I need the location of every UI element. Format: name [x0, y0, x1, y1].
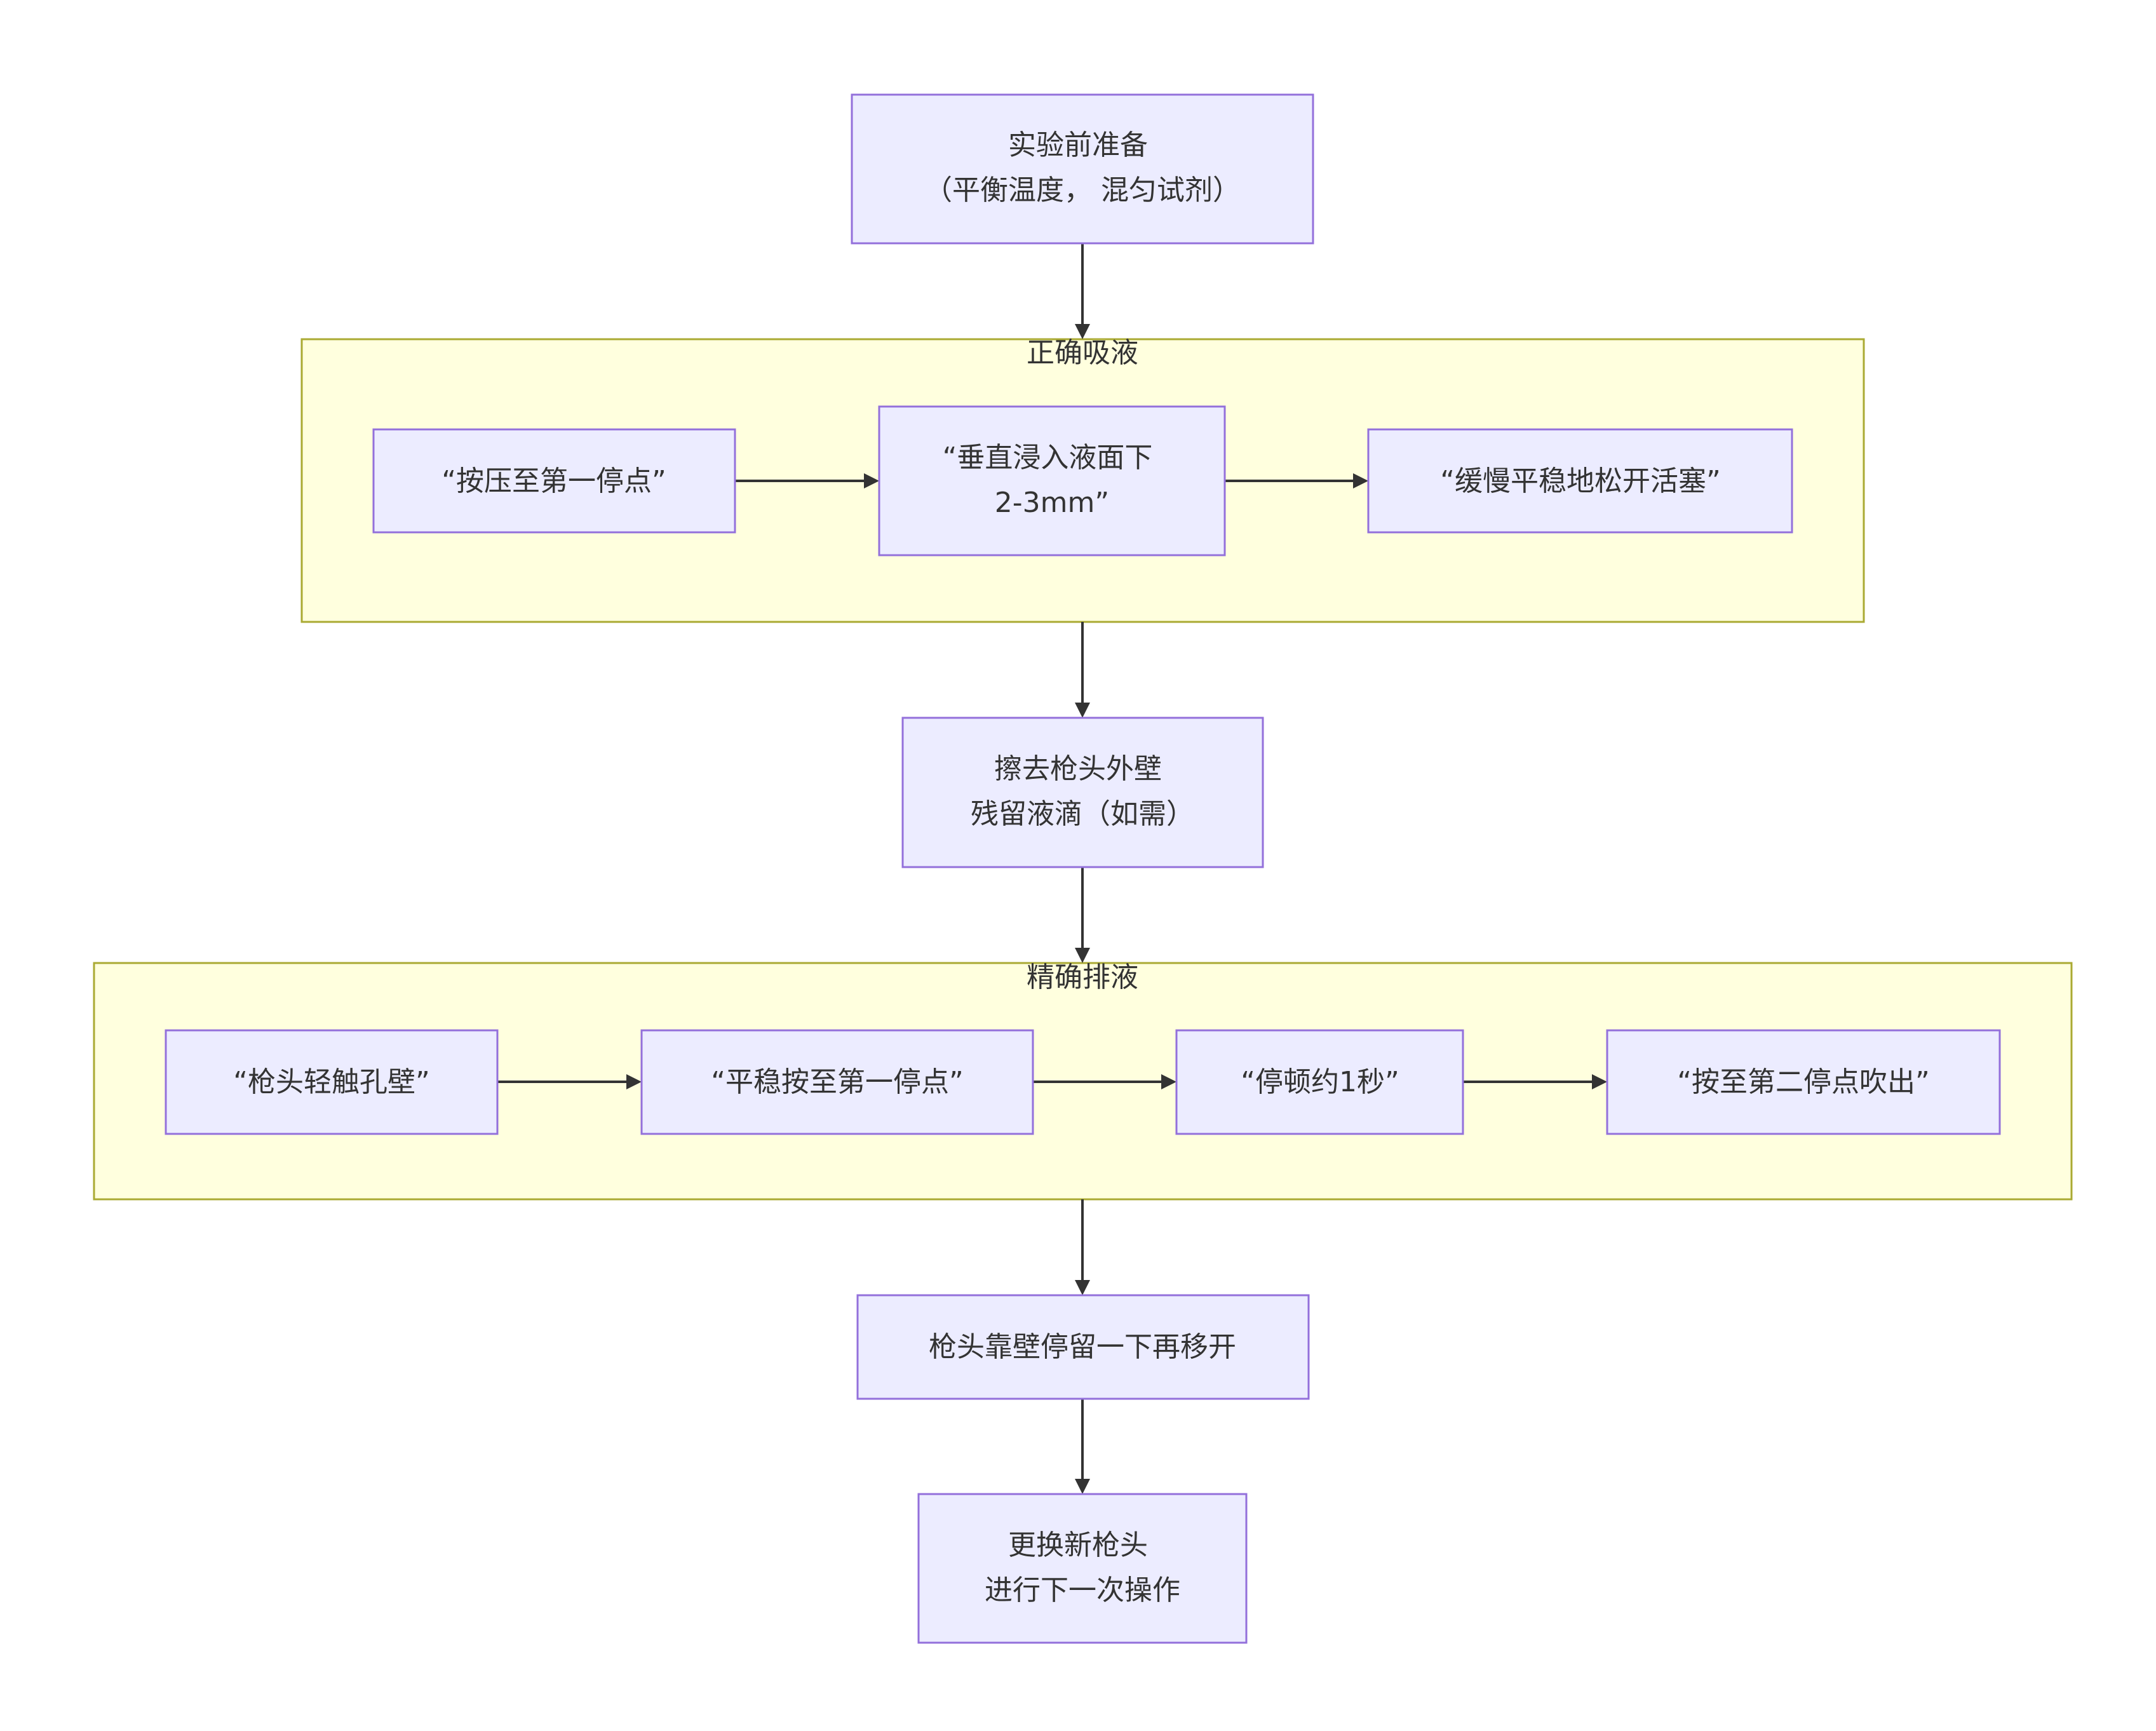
arrowhead [1075, 948, 1090, 963]
node-aspirate-2-line-2: 2-3mm” [995, 487, 1109, 519]
edges [497, 243, 1607, 1494]
arrowhead [1592, 1074, 1607, 1089]
arrowhead [864, 473, 879, 488]
svg-text:枪头靠壁停留一下再移开: 枪头靠壁停留一下再移开 [929, 1331, 1236, 1363]
svg-text:“停顿约1秒”: “停顿约1秒” [1241, 1066, 1399, 1098]
node-dispense-1-line-1: “枪头轻触孔壁” [233, 1066, 430, 1098]
arrowhead [1353, 473, 1368, 488]
svg-text:“按压至第一停点”: “按压至第一停点” [441, 465, 666, 497]
node-rest: 枪头靠壁停留一下再移开 [856, 1294, 1310, 1400]
node-aspirate-3-line-1: “缓慢平稳地松开活塞” [1440, 465, 1721, 497]
node-dispense-1: “枪头轻触孔壁” [165, 1029, 499, 1135]
svg-text:更换新枪头 进行下一次操作: 更换新枪头 进行下一次操作 [985, 1529, 1180, 1606]
node-aspirate-3: “缓慢平稳地松开活塞” [1367, 428, 1793, 534]
node-wipe-line-1: 擦去枪头外壁 [994, 753, 1162, 785]
node-aspirate-2: “垂直浸入液面下 2-3mm” [878, 405, 1226, 556]
arrowhead [1075, 1280, 1090, 1295]
node-aspirate-2-line-1: “垂直浸入液面下 [943, 441, 1153, 474]
node-replace-line-2: 进行下一次操作 [985, 1574, 1180, 1606]
arrowhead [626, 1074, 642, 1089]
svg-text:实验前准备 （平衡温度， 混匀试剂）: 实验前准备 （平衡温度， 混匀试剂） [924, 129, 1241, 206]
node-wipe-line-2: 残留液滴（如需） [971, 798, 1194, 830]
node-dispense-3-line-1: “停顿约1秒” [1241, 1066, 1399, 1098]
svg-text:“缓慢平稳地松开活塞”: “缓慢平稳地松开活塞” [1440, 465, 1721, 497]
svg-text:“枪头轻触孔壁”: “枪头轻触孔壁” [233, 1066, 430, 1098]
node-wipe: 擦去枪头外壁 残留液滴（如需） [901, 717, 1264, 868]
svg-text:擦去枪头外壁 残留液滴（如需）: 擦去枪头外壁 残留液滴（如需） [971, 753, 1194, 830]
node-prep-line-2: （平衡温度， 混匀试剂） [924, 174, 1241, 206]
node-aspirate-1-line-1: “按压至第一停点” [441, 465, 666, 497]
svg-text:“平稳按至第一停点”: “平稳按至第一停点” [711, 1066, 964, 1098]
node-replace-line-1: 更换新枪头 [1008, 1529, 1148, 1561]
node-dispense-2-line-1: “平稳按至第一停点” [711, 1066, 964, 1098]
cluster-aspirate-title: 正确吸液 [1027, 337, 1138, 369]
node-prep: 实验前准备 （平衡温度， 混匀试剂） [851, 93, 1314, 245]
cluster-dispense-title: 精确排液 [1027, 961, 1138, 993]
node-prep-line-1: 实验前准备 [1008, 129, 1148, 161]
node-dispense-4: “按至第二停点吹出” [1606, 1029, 2001, 1135]
arrowhead [1161, 1074, 1176, 1089]
node-dispense-2: “平稳按至第一停点” [640, 1029, 1034, 1135]
arrowhead [1075, 1479, 1090, 1494]
arrowhead [1075, 703, 1090, 718]
svg-text:“按至第二停点吹出”: “按至第二停点吹出” [1677, 1066, 1930, 1098]
arrowhead [1075, 324, 1090, 339]
node-aspirate-1: “按压至第一停点” [372, 428, 736, 534]
node-replace: 更换新枪头 进行下一次操作 [917, 1493, 1248, 1644]
node-dispense-4-line-1: “按至第二停点吹出” [1677, 1066, 1930, 1098]
svg-text:“垂直浸入液面下 2-3mm”: “垂直浸入液面下 2-3mm” [943, 441, 1162, 519]
node-dispense-3: “停顿约1秒” [1175, 1029, 1464, 1135]
node-rest-line-1: 枪头靠壁停留一下再移开 [929, 1331, 1236, 1363]
